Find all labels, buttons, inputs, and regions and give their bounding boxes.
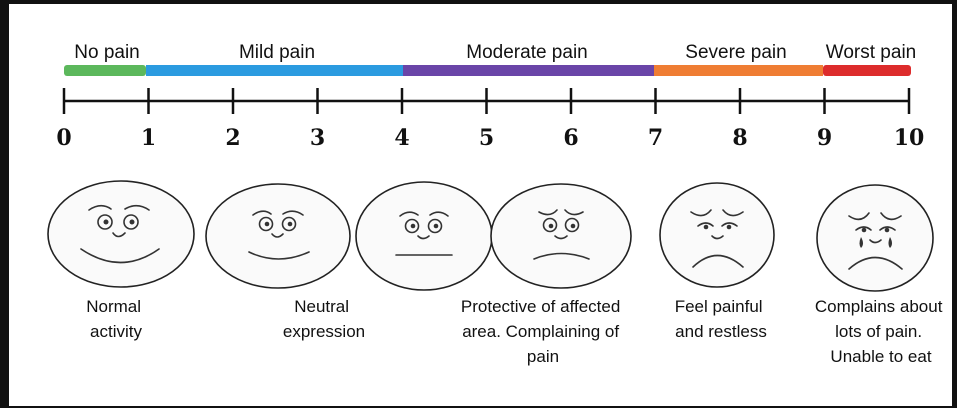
description-complains: Complains about lots of pain. Unable to …	[815, 297, 947, 366]
scale-number: 3	[310, 125, 325, 151]
face-normal	[47, 180, 195, 288]
scale-number: 2	[225, 125, 240, 151]
tear-icon	[859, 237, 863, 248]
scale-number: 7	[648, 125, 663, 151]
face-crying	[816, 184, 934, 292]
category-label-worst-pain: Worst pain	[826, 42, 916, 63]
scale-number: 1	[141, 125, 156, 151]
face-frown	[490, 183, 632, 289]
category-label-moderate-pain: Moderate pain	[466, 42, 587, 63]
description-normal: Normal activity	[86, 297, 146, 341]
scale-number: 9	[817, 125, 832, 151]
scale-numbers: 0 1 2 3 4 5 6 7 8 9 10	[56, 125, 924, 151]
description-neutral: Neutral expression	[283, 297, 365, 341]
scale-number: 10	[894, 125, 925, 151]
scale-ticks	[62, 88, 911, 114]
category-bar-moderate-pain	[403, 65, 654, 76]
pain-scale-diagram: No pain Mild pain Moderate pain Severe p…	[47, 42, 947, 366]
category-bar-worst-pain	[823, 65, 911, 76]
category-label-no-pain: No pain	[74, 42, 140, 63]
description-protective: Protective of affected area. Complaining…	[461, 297, 625, 366]
scale-number: 6	[563, 125, 578, 151]
scale-number: 8	[732, 125, 747, 151]
face-neutral-smile	[205, 183, 351, 289]
face-neutral	[355, 181, 493, 291]
tear-icon	[888, 237, 892, 248]
scale-number: 0	[56, 125, 71, 151]
face-painful	[659, 182, 775, 288]
scale-number: 5	[479, 125, 494, 151]
category-bar-severe-pain	[654, 65, 823, 76]
description-painful: Feel painful and restless	[675, 297, 768, 341]
scale-number: 4	[394, 125, 409, 151]
category-label-severe-pain: Severe pain	[685, 42, 786, 63]
category-label-mild-pain: Mild pain	[239, 42, 315, 63]
category-bar-no-pain	[64, 65, 146, 76]
category-bar-mild-pain	[146, 65, 403, 76]
